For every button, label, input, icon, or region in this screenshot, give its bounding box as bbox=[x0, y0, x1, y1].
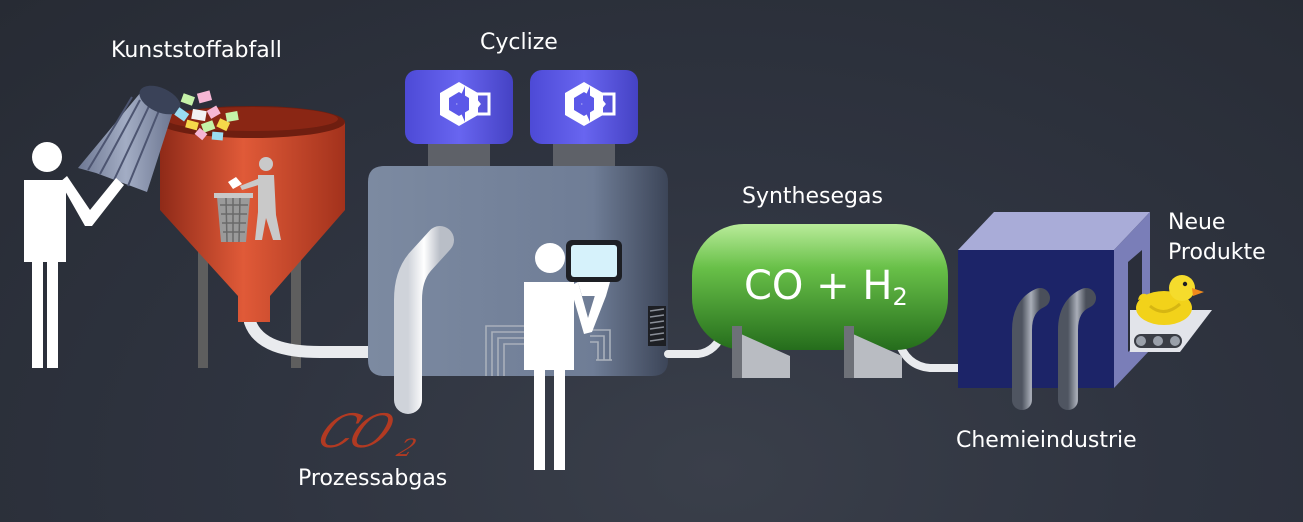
rubber-duck-icon bbox=[1136, 275, 1204, 325]
label-new-products-1: Neue bbox=[1168, 210, 1226, 235]
recycle-bin-icon bbox=[214, 157, 281, 243]
tank-supports bbox=[732, 326, 902, 378]
cyclize-logo-icon bbox=[565, 82, 616, 126]
label-waste: Kunststoffabfall bbox=[111, 38, 282, 63]
co2-mark-main: CO bbox=[309, 405, 402, 458]
co2-mark-sub: 2 bbox=[392, 434, 421, 462]
chimney-icon bbox=[1012, 288, 1096, 410]
vent-grille bbox=[648, 306, 666, 346]
co2-mark: CO 2 bbox=[309, 405, 421, 461]
formula-subscript: 2 bbox=[892, 283, 908, 311]
trash-can-icon bbox=[78, 85, 181, 192]
syngas-tank bbox=[692, 224, 948, 350]
monitor-icon bbox=[566, 240, 622, 296]
syngas-formula: CO + H2 bbox=[744, 266, 908, 309]
feed-pipe bbox=[244, 316, 378, 358]
hopper bbox=[159, 106, 345, 322]
label-syngas: Synthesegas bbox=[742, 184, 883, 209]
factory bbox=[958, 212, 1150, 388]
label-industry: Chemieindustrie bbox=[956, 428, 1137, 453]
plastic-pieces bbox=[174, 90, 239, 141]
cyclize-logo-icon bbox=[440, 82, 491, 126]
label-process-gas: Prozessabgas bbox=[298, 466, 448, 491]
formula-main: CO + H bbox=[744, 263, 893, 309]
person-icon bbox=[24, 142, 124, 368]
exhaust-pipe bbox=[394, 226, 454, 414]
plasma-unit-left bbox=[405, 70, 513, 166]
plasma-unit-right bbox=[530, 70, 638, 166]
label-brand: Cyclize bbox=[480, 30, 558, 55]
label-new-products-2: Produkte bbox=[1168, 240, 1266, 265]
